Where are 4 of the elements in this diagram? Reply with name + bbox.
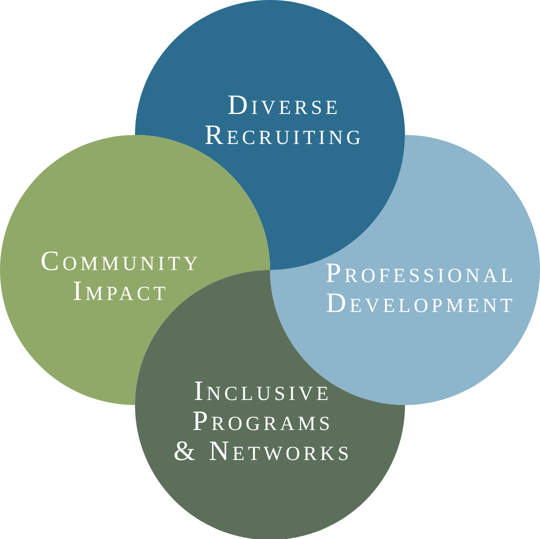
topic-label: Professional Development bbox=[326, 259, 516, 319]
topic-label: Community Impact bbox=[40, 247, 202, 307]
topic-label: Inclusive Programs & Networks bbox=[174, 377, 352, 467]
topic-label: Diverse Recruiting bbox=[204, 91, 364, 151]
